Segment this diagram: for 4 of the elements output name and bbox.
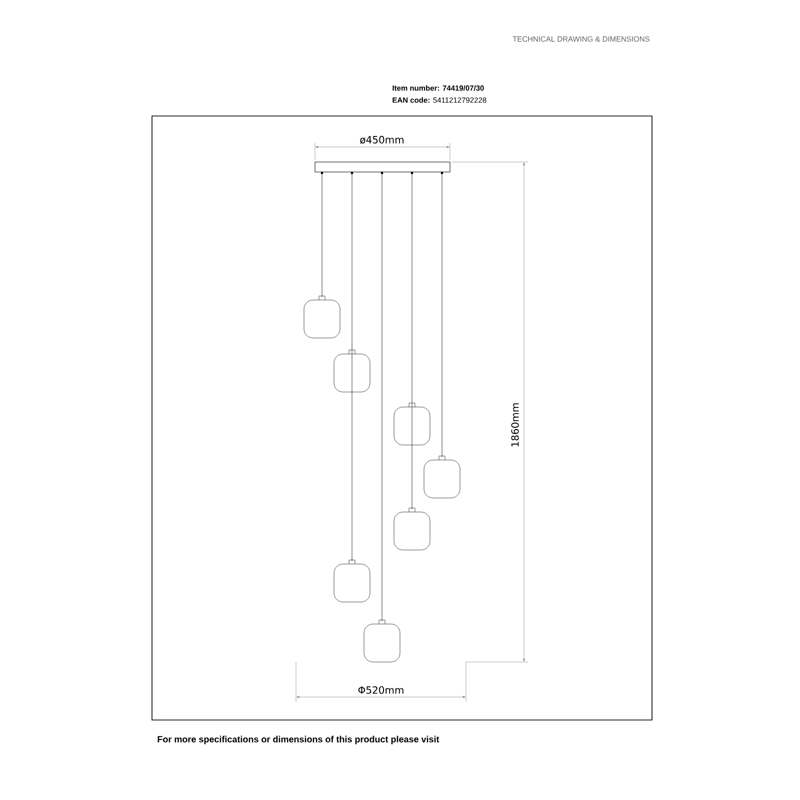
dimension-label: ø450mm xyxy=(360,136,404,144)
footer-note: For more specifications or dimensions of this product please visit xyxy=(158,736,440,744)
dimension-label: Φ520mm xyxy=(358,686,404,694)
dimension-label: 1860mm xyxy=(511,403,519,446)
